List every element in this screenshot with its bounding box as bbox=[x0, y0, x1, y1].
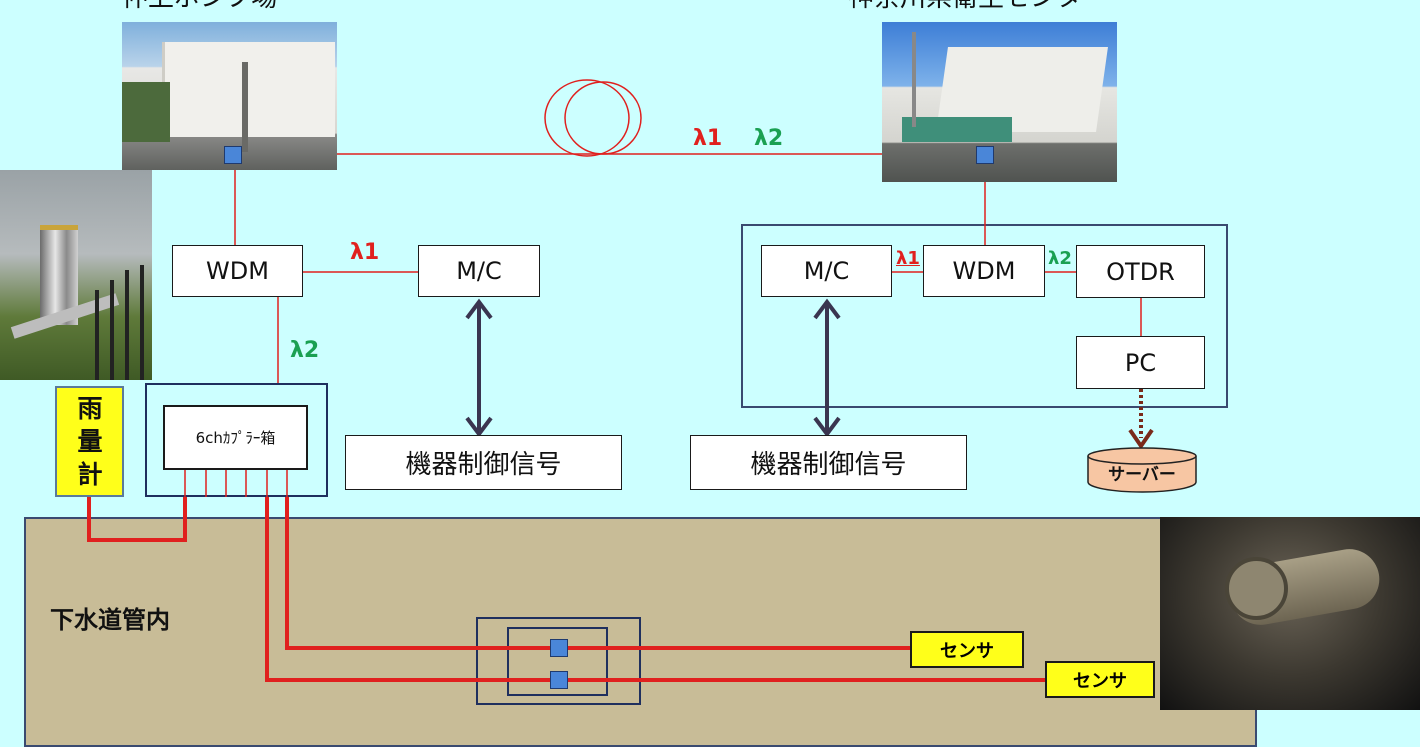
right-wdm-box: WDM bbox=[923, 245, 1045, 297]
fiber-lambda2-label: λ2 bbox=[754, 126, 784, 151]
server-label: サーバー bbox=[1108, 465, 1176, 485]
left-wdm-box: WDM bbox=[172, 245, 303, 297]
right-lambda2-label: λ2 bbox=[1048, 248, 1072, 269]
right-mc-box: M/C bbox=[761, 245, 892, 297]
fiber-lambda1-label: λ1 bbox=[693, 126, 723, 151]
sensor-2: センサ bbox=[1045, 661, 1155, 698]
left-fiber-node bbox=[224, 146, 242, 164]
junction-outer-frame bbox=[476, 617, 641, 705]
sanitation-center-photo bbox=[882, 22, 1117, 182]
coupler-frame bbox=[145, 383, 328, 497]
right-lambda1-label: λ1 bbox=[896, 248, 920, 269]
junction-node-2 bbox=[550, 671, 568, 689]
sensor-photo bbox=[1160, 517, 1420, 710]
pc-box: PC bbox=[1076, 336, 1205, 389]
sewer-label: 下水道管内 bbox=[50, 606, 170, 634]
fiber-coil-1 bbox=[544, 79, 630, 157]
left-control-signal-box: 機器制御信号 bbox=[345, 435, 622, 490]
coupler-box: 6chｶﾌﾟﾗｰ箱 bbox=[163, 405, 308, 470]
junction-node-1 bbox=[550, 639, 568, 657]
rain-gauge-box bbox=[55, 386, 124, 497]
sensor-1: センサ bbox=[910, 631, 1024, 668]
left-site-title: 仲上ポンプ場 bbox=[122, 0, 277, 11]
server-cylinder: サーバー bbox=[1086, 446, 1198, 494]
left-mc-box: M/C bbox=[418, 245, 540, 297]
right-fiber-node bbox=[976, 146, 994, 164]
left-lambda1-label: λ1 bbox=[350, 240, 380, 265]
rain-gauge-label: 雨量計 bbox=[77, 394, 103, 489]
junction-inner-frame bbox=[507, 627, 608, 696]
rain-gauge-photo bbox=[0, 170, 152, 380]
right-control-signal-box: 機器制御信号 bbox=[690, 435, 967, 490]
left-lambda2-label: λ2 bbox=[290, 338, 320, 363]
fiber-coil-2 bbox=[564, 81, 642, 155]
pump-station-photo bbox=[122, 22, 337, 170]
otdr-box: OTDR bbox=[1076, 245, 1205, 298]
right-site-title: 神奈川県衛生センター bbox=[848, 0, 1108, 11]
